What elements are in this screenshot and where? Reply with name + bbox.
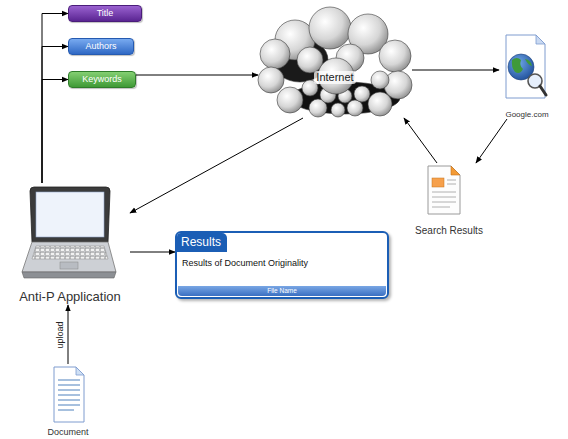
cloud-label: Internet (314, 71, 355, 84)
icon-label: Search Results (415, 225, 483, 237)
icon-label: Anti-P Application (19, 290, 121, 305)
arrow-connector (136, 75, 258, 76)
google-page-icon (506, 35, 546, 98)
icon-label: Document (47, 427, 88, 437)
arrow-connector (130, 252, 175, 253)
panel-text: Results (177, 233, 227, 252)
search-results-page-icon (428, 166, 460, 214)
arrow-connector (130, 118, 303, 213)
arrow-connector (42, 47, 68, 184)
panel-text: Results of Document Originality (182, 258, 382, 269)
title-pill: Title (68, 5, 142, 22)
arrow-connector (42, 80, 68, 184)
results-panel: ResultsResults of Document OriginalityFi… (175, 231, 389, 299)
arrow-connector (42, 14, 68, 184)
pill-label: Keywords (82, 74, 122, 85)
cloud-illustration (258, 7, 412, 117)
arrow-connector (68, 305, 69, 364)
keywords-pill: Keywords (68, 71, 136, 88)
search-results-node: Search Results (412, 163, 486, 236)
document-node: Document (44, 364, 92, 437)
authors-pill: Authors (68, 38, 134, 55)
pill-label: Title (97, 8, 114, 19)
edge-label: upload (55, 321, 65, 348)
arrow-connector (476, 119, 507, 163)
pill-label: Authors (85, 41, 116, 52)
arrow-connector (412, 70, 499, 71)
arrow-connector (404, 118, 437, 163)
application-node: Anti-P Application (10, 183, 130, 305)
google-node: Google.com (499, 33, 555, 119)
panel-text: File Name (178, 286, 386, 296)
laptop-illustration (22, 187, 116, 278)
internet-cloud: Internet (258, 8, 412, 118)
icon-label: Google.com (505, 110, 548, 119)
document-page-icon (54, 367, 84, 422)
